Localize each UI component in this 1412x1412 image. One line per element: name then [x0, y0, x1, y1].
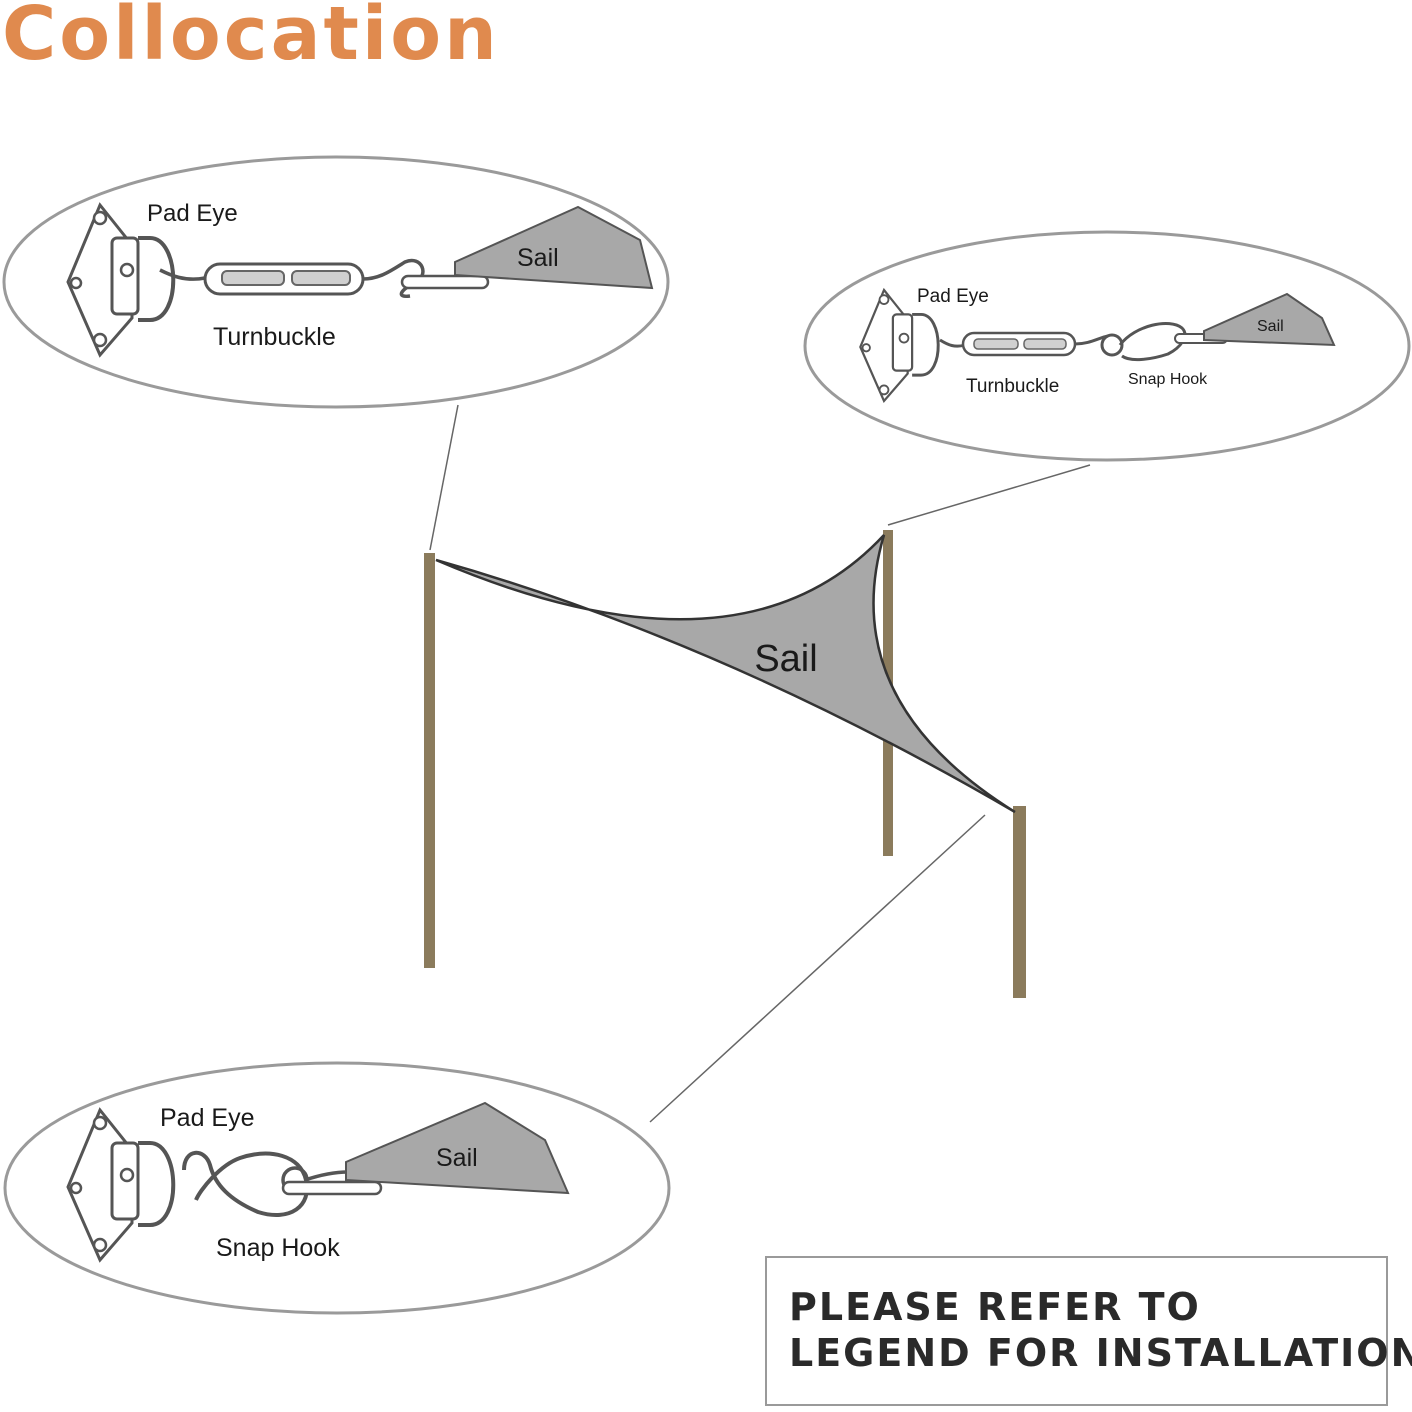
callout-ellipse [803, 230, 1411, 462]
turnbuckle-icon [203, 262, 365, 296]
turnbuckle-icon [961, 331, 1077, 357]
leader-line-top-right [887, 464, 1091, 526]
leader-line-top-left [429, 404, 459, 551]
sail-corner [345, 1101, 570, 1195]
turnbuckle-label: Turnbuckle [213, 323, 336, 351]
sail-shape [435, 534, 1016, 814]
page-title: Collocation [2, 0, 500, 77]
sail-structure: Sail [424, 404, 1091, 1123]
snap-hook-label: Snap Hook [1128, 371, 1208, 388]
callout-top-right: Pad Eye Sail Turnbuckle Snap Hook [803, 230, 1411, 462]
sail-label: Sail [517, 244, 559, 272]
snap-hook-label: Snap Hook [216, 1234, 340, 1262]
leader-line-bottom [649, 814, 986, 1123]
sail-label: Sail [436, 1144, 478, 1172]
legend-notice-box: PLEASE REFER TO LEGEND FOR INSTALLATION [765, 1256, 1412, 1406]
legend-line-1: PLEASE REFER TO [789, 1285, 1201, 1329]
pole-left [424, 553, 435, 968]
pole-front [1013, 806, 1026, 998]
sail-corner [454, 205, 654, 290]
sail-label: Sail [1257, 318, 1284, 335]
turnbuckle-label: Turnbuckle [966, 376, 1059, 397]
pad-eye-label: Pad Eye [147, 200, 238, 227]
legend-line-2: LEGEND FOR INSTALLATION [789, 1331, 1412, 1375]
callout-top-left: Pad Eye Sail Turnbuckle [2, 155, 670, 409]
sail-corner [1203, 292, 1336, 347]
pad-eye-label: Pad Eye [160, 1104, 255, 1132]
pad-eye-label: Pad Eye [917, 286, 989, 307]
sail-label-center: Sail [754, 638, 817, 680]
callout-bottom-left: Pad Eye Sail Snap Hook [3, 1061, 671, 1315]
